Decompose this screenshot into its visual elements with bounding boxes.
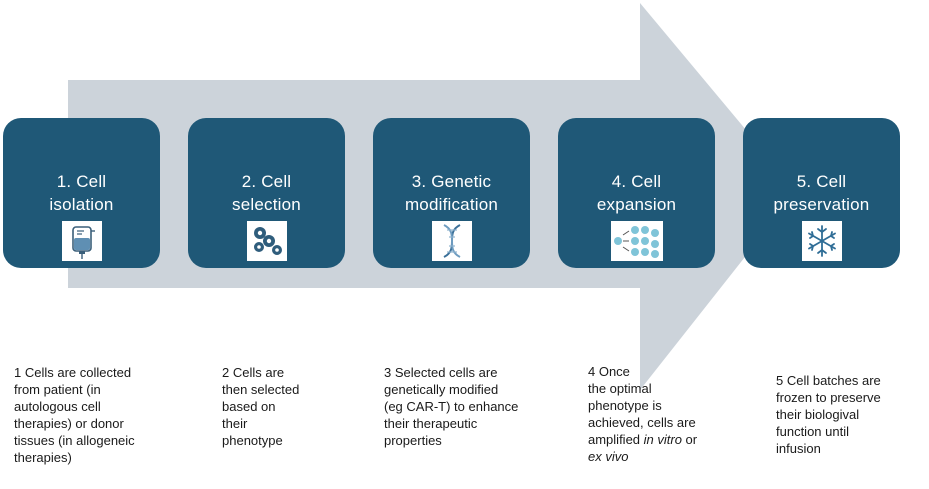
step-3-title: 3. Genetic modification xyxy=(404,172,499,214)
step-4-description-italic-2: ex vivo xyxy=(588,449,629,464)
step-2-description: 2 Cells are then selected based on their… xyxy=(222,365,300,448)
step-5-description: 5 Cell batches are frozen to preserve th… xyxy=(776,373,881,456)
step-3-box: 3. Genetic modification xyxy=(373,118,530,268)
snowflake-icon xyxy=(801,221,842,261)
step-4-description-middle: or xyxy=(685,432,698,447)
step-1-description: 1 Cells are collected from patient (in a… xyxy=(14,365,135,465)
step-4-description-italic-1: in vitro xyxy=(643,432,682,447)
step-2-title: 2. Cell selection xyxy=(232,172,301,214)
step-4-description-text: 4 Once the optimal phenotype is achieved… xyxy=(588,364,696,447)
dna-icon xyxy=(431,221,472,261)
step-3-description: 3 Selected cells are genetically modifie… xyxy=(384,365,519,448)
step-4-description: 4 Once the optimal phenotype is achieved… xyxy=(588,363,697,465)
step-1-box: 1. Cell isolation xyxy=(3,118,160,268)
cell-expansion-icon xyxy=(610,221,663,261)
step-4-title: 4. Cell expansion xyxy=(596,172,677,214)
step-5-title: 5. Cell preservation xyxy=(773,172,870,214)
iv-bag-icon xyxy=(61,221,102,261)
cell-cluster-icon xyxy=(246,221,287,261)
step-5-box: 5. Cell preservation xyxy=(743,118,900,268)
step-2-box: 2. Cell selection xyxy=(188,118,345,268)
step-4-box: 4. Cell expansion xyxy=(558,118,715,268)
step-1-title: 1. Cell isolation xyxy=(49,172,114,214)
